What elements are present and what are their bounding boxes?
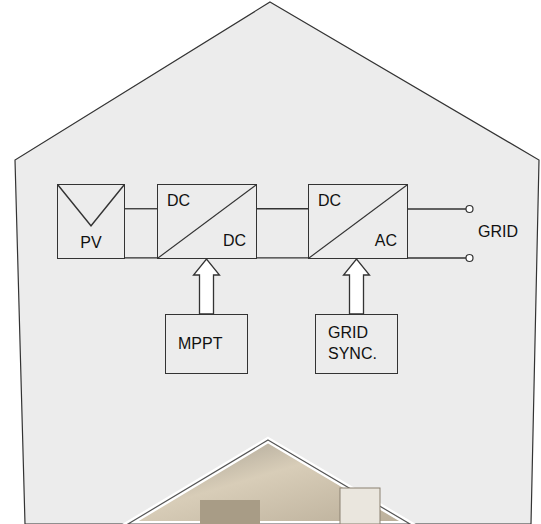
grid-terminal — [466, 255, 473, 262]
box-label: MPPT — [178, 334, 222, 355]
box-label: PV — [58, 233, 124, 254]
box-label: AC — [375, 231, 397, 252]
dc-ac-inverter-box: DC AC — [308, 184, 408, 259]
box-label: GRID SYNC. — [328, 323, 391, 365]
control-box: GRID SYNC. — [315, 314, 398, 374]
box-label: DC — [167, 191, 190, 212]
pv-panel-box: PV — [57, 184, 125, 259]
grid-terminal — [466, 206, 473, 213]
box-label: DC — [318, 191, 341, 212]
photo-outline — [128, 440, 410, 524]
dc-dc-converter-box: DC DC — [157, 184, 257, 259]
hexagon-panel — [15, 2, 539, 524]
dc-wire — [125, 257, 157, 258]
control-arrow — [344, 259, 370, 314]
dc-wire — [257, 257, 308, 258]
grid-wire — [408, 208, 466, 209]
grid-wire — [408, 257, 466, 258]
control-arrow — [194, 259, 220, 314]
photo-hexagon — [128, 440, 410, 524]
dc-wire — [257, 208, 308, 209]
dc-wire — [125, 208, 157, 209]
photo-detail — [340, 488, 380, 524]
terminal-label: GRID — [478, 222, 518, 241]
control-box: MPPT — [165, 314, 248, 374]
box-label: DC — [223, 231, 246, 252]
photo-detail — [200, 500, 260, 524]
